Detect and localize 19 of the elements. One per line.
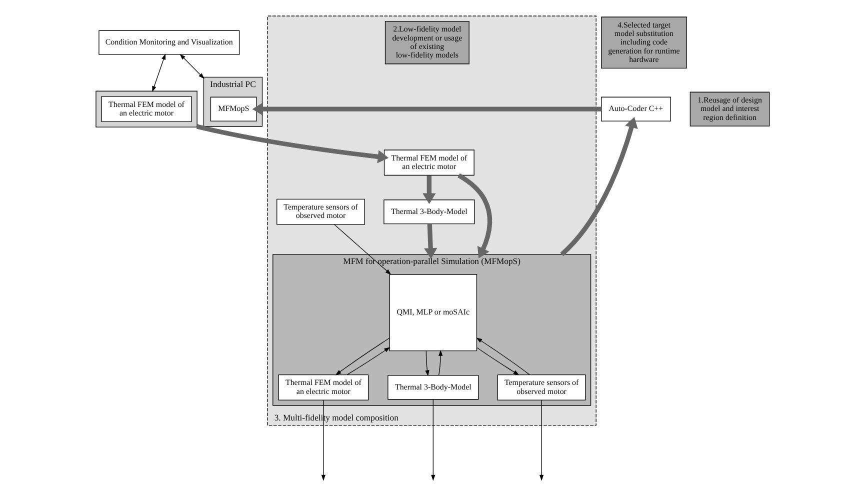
arrow bbox=[458, 173, 492, 258]
arrow bbox=[476, 338, 530, 376]
arrow bbox=[422, 175, 436, 204]
arrow bbox=[180, 54, 204, 79]
arrow bbox=[252, 102, 602, 116]
arrow bbox=[346, 347, 390, 376]
arrow bbox=[476, 347, 520, 376]
arrow bbox=[425, 350, 430, 376]
arrow bbox=[334, 224, 392, 275]
arrow bbox=[560, 116, 638, 256]
cluster bbox=[96, 90, 198, 128]
arrow bbox=[321, 400, 326, 481]
arrow bbox=[431, 399, 436, 481]
arrow bbox=[438, 350, 443, 376]
arrow bbox=[424, 224, 438, 259]
arrow bbox=[335, 338, 390, 376]
arrow bbox=[539, 400, 544, 481]
arrow bbox=[152, 54, 166, 92]
arrow bbox=[196, 124, 389, 164]
